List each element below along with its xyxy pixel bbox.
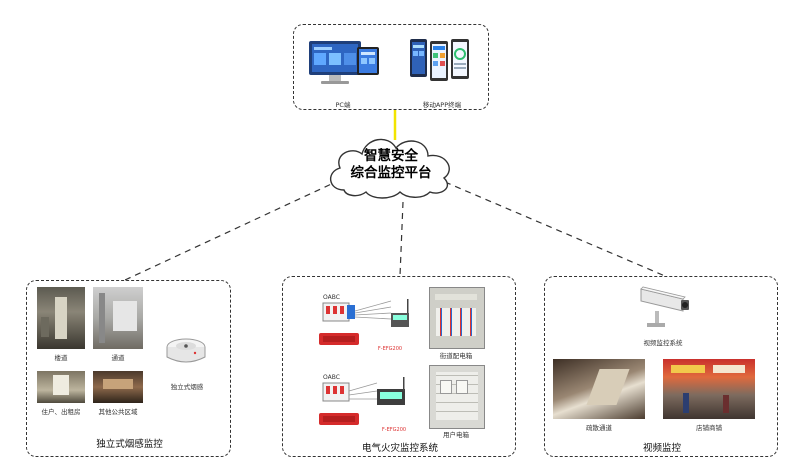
passage-label: 通道 bbox=[111, 354, 125, 362]
terminals-panel: PC端 移动APP终端 bbox=[293, 24, 489, 110]
pc-monitor-icon bbox=[309, 41, 379, 84]
passage-photo bbox=[93, 287, 143, 349]
link-platform-smoke bbox=[124, 179, 341, 281]
smoke-detector-icon bbox=[166, 338, 206, 363]
breaker-device-bottom-icon: OABC bbox=[319, 374, 405, 425]
mobile-app-icon bbox=[410, 39, 469, 81]
camera-icon bbox=[640, 286, 689, 327]
device-top-label: F-EFG200 bbox=[377, 346, 403, 352]
corridor-photo bbox=[37, 287, 85, 349]
platform-title: 智慧安全 综合监控平台 bbox=[322, 148, 460, 182]
link-platform-video bbox=[444, 181, 666, 277]
shops-label: 店铺商铺 bbox=[696, 424, 722, 432]
link-platform-electrical bbox=[399, 201, 404, 277]
breaker-device-top-icon: OABC bbox=[319, 294, 409, 345]
platform-cloud-icon bbox=[330, 138, 450, 199]
smoke-panel-title: 独立式烟感监控 bbox=[96, 439, 163, 450]
detector-label: 独立式烟感 bbox=[170, 383, 204, 391]
shops-photo bbox=[663, 359, 755, 419]
electrical-panel: OABC F-EFG200 街道配电箱 OABC F-EFG200 bbox=[282, 276, 516, 457]
evacuation-passage-photo bbox=[553, 359, 645, 419]
street-cabinet-label: 街道配电箱 bbox=[439, 352, 473, 360]
public-area-label: 其他公共区域 bbox=[98, 408, 138, 416]
smoke-panel: 楼道 通道 住户、出租房 其他公共区域 独立式烟感 独立式烟感监控 bbox=[26, 280, 231, 457]
public-area-photo bbox=[93, 371, 143, 403]
platform-title-line1: 智慧安全 bbox=[364, 148, 418, 164]
svg-text:OABC: OABC bbox=[323, 294, 340, 301]
user-cabinet-label: 用户电箱 bbox=[443, 431, 469, 439]
video-panel: 视频监控系统 疏散通道 店铺商铺 视频监控 bbox=[544, 276, 778, 457]
evacuation-passage-label: 疏散通道 bbox=[586, 424, 612, 432]
user-cabinet-photo bbox=[429, 365, 485, 429]
electrical-panel-title: 电气火灾监控系统 bbox=[361, 443, 438, 454]
app-label: 移动APP终端 bbox=[422, 101, 462, 109]
corridor-label: 楼道 bbox=[54, 354, 68, 362]
device-bottom-label: F-EFG200 bbox=[381, 427, 407, 433]
camera-label: 视频监控系统 bbox=[643, 339, 683, 347]
video-panel-title: 视频监控 bbox=[642, 443, 681, 454]
pc-label: PC端 bbox=[335, 101, 351, 109]
platform-title-line2: 综合监控平台 bbox=[350, 165, 432, 181]
rental-photo bbox=[37, 371, 85, 403]
street-cabinet-photo bbox=[429, 287, 485, 349]
rental-label: 住户、出租房 bbox=[41, 408, 81, 416]
svg-text:OABC: OABC bbox=[323, 374, 340, 381]
